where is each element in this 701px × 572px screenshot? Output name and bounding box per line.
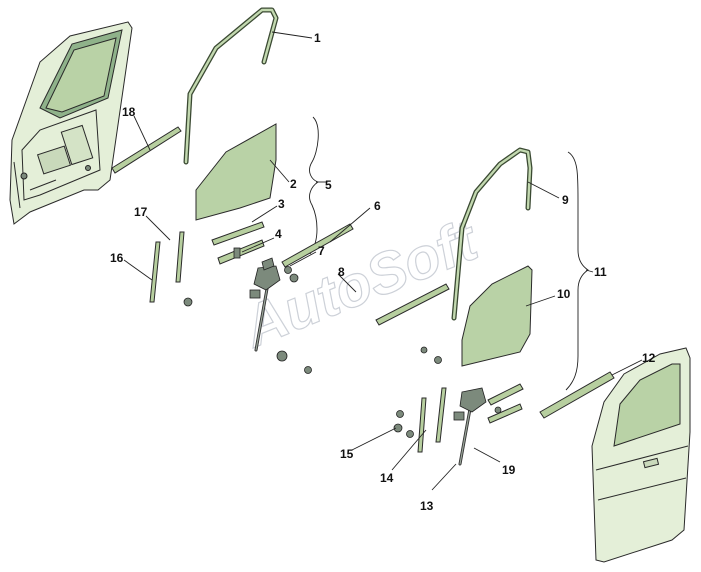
bolt-15c-icon xyxy=(406,430,414,438)
left-window-regulator xyxy=(249,257,299,352)
callout-4: 4 xyxy=(275,227,282,241)
part-12-outer-belt-strip xyxy=(539,371,615,419)
callout-labels: 1 2 3 4 5 6 7 8 9 10 11 12 13 14 15 16 1… xyxy=(110,31,656,513)
callout-6: 6 xyxy=(374,199,381,213)
callout-9: 9 xyxy=(562,193,569,207)
callout-12: 12 xyxy=(642,351,656,365)
callout-13: 13 xyxy=(420,499,434,513)
washer-right-icon xyxy=(434,356,442,364)
part-2-front-window-glass xyxy=(195,123,277,221)
callout-5: 5 xyxy=(325,178,332,192)
callout-7: 7 xyxy=(318,244,325,258)
callout-8: 8 xyxy=(338,265,345,279)
callout-3: 3 xyxy=(278,197,285,211)
bolt-7-icon xyxy=(284,266,292,274)
right-door-outer-panel xyxy=(591,347,691,563)
washer-icon xyxy=(276,350,288,362)
left-door-inner-panel xyxy=(9,21,133,225)
bolt-15a-icon xyxy=(396,410,404,418)
callout-2: 2 xyxy=(290,177,297,191)
part-3-guide-strip xyxy=(211,221,265,246)
part-4-channel-clip xyxy=(217,239,265,265)
part-14-guide-rail xyxy=(417,387,447,453)
part-6-lower-guide-rail xyxy=(281,223,354,268)
bolt-15b-icon xyxy=(393,423,403,433)
leader-lines xyxy=(123,31,643,491)
callout-14: 14 xyxy=(380,471,394,485)
part-1-run-channel xyxy=(183,7,279,165)
part-9-rear-run-channel xyxy=(451,147,533,321)
callout-17: 17 xyxy=(134,205,148,219)
callout-19: 19 xyxy=(502,463,516,477)
part-8-inner-belt-strip xyxy=(375,283,450,326)
callout-18: 18 xyxy=(122,105,136,119)
part-11-bracket xyxy=(565,151,589,391)
part-5-bracket xyxy=(309,116,320,255)
callout-1: 1 xyxy=(314,31,321,45)
right-window-regulator xyxy=(453,383,524,466)
callout-15: 15 xyxy=(340,447,354,461)
nut-right-icon xyxy=(420,346,428,354)
nut-icon xyxy=(304,366,312,374)
part-16-front-guide-rail xyxy=(149,241,161,303)
part-18-outer-belt-strip xyxy=(111,126,182,174)
part-10-rear-window-glass xyxy=(461,265,533,367)
bolt-16-icon xyxy=(183,297,193,307)
callout-11: 11 xyxy=(594,265,607,279)
part-17-rear-guide-rail xyxy=(175,231,185,283)
callout-16: 16 xyxy=(110,251,124,265)
callout-10: 10 xyxy=(557,287,571,301)
